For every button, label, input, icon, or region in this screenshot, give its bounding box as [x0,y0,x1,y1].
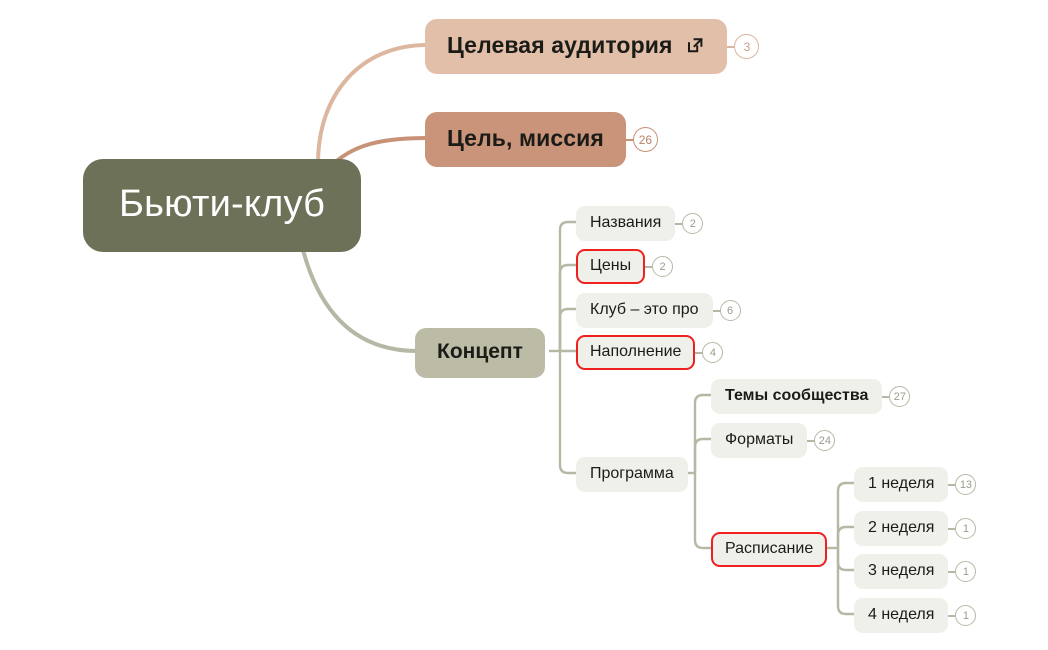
node-week1[interactable]: 1 неделя 13 [854,467,977,502]
node-week2[interactable]: 2 неделя 1 [854,511,977,546]
badge-stem [948,614,956,617]
badge-stem [675,222,683,225]
node-mission[interactable]: Цель, миссия 26 [425,112,658,167]
node-audience-box[interactable]: Целевая аудитория [425,19,728,74]
node-names-label: Названия [590,214,662,231]
node-prices-badge[interactable]: 2 [652,256,674,277]
node-week3[interactable]: 3 неделя 1 [854,554,977,589]
edge-root-to-audience [316,43,429,165]
node-club-about-badge-wrap[interactable]: 6 [712,300,741,321]
node-prices-label: Цены [590,257,632,274]
node-club-about-label: Клуб – это про [590,301,699,318]
node-mission-badge-wrap[interactable]: 26 [625,127,658,152]
node-community-topics-label: Темы сообщества [725,387,869,404]
node-week1-badge[interactable]: 13 [955,474,977,495]
node-schedule[interactable]: Расписание [711,532,828,567]
node-week2-badge-wrap[interactable]: 1 [948,518,977,539]
node-formats-badge-wrap[interactable]: 24 [807,430,836,451]
node-mission-box[interactable]: Цель, миссия [425,112,626,167]
node-week4-box[interactable]: 4 неделя [854,598,949,633]
node-program-label: Программа [590,465,674,482]
node-content-badge[interactable]: 4 [702,342,724,363]
node-club-about-badge[interactable]: 6 [719,300,741,321]
node-formats[interactable]: Форматы 24 [711,423,836,458]
node-club-about[interactable]: Клуб – это про 6 [576,293,741,328]
node-prices-badge-wrap[interactable]: 2 [645,256,674,277]
node-content-box[interactable]: Наполнение [576,335,696,370]
node-schedule-box[interactable]: Расписание [711,532,828,567]
badge-stem [625,138,633,141]
node-audience-badge[interactable]: 3 [734,34,760,59]
node-schedule-label: Расписание [725,540,814,557]
node-formats-label: Форматы [725,431,794,448]
node-program[interactable]: Программа [576,457,688,492]
node-week1-badge-wrap[interactable]: 13 [948,474,977,495]
badge-stem [807,439,815,442]
node-week3-box[interactable]: 3 неделя [854,554,949,589]
node-names[interactable]: Названия 2 [576,206,704,241]
badge-stem [948,483,956,486]
node-week4-badge[interactable]: 1 [955,605,977,626]
node-club-about-box[interactable]: Клуб – это про [576,293,713,328]
node-concept-label: Концепт [437,340,523,363]
node-week2-box[interactable]: 2 неделя [854,511,949,546]
node-week3-badge[interactable]: 1 [955,561,977,582]
node-program-box[interactable]: Программа [576,457,688,492]
badge-stem [727,45,735,48]
node-mission-badge[interactable]: 26 [632,127,658,152]
node-concept[interactable]: Концепт [415,328,545,378]
node-root[interactable]: Бьюти-клуб [83,159,362,252]
node-community-topics[interactable]: Темы сообщества 27 [711,379,911,414]
node-formats-badge[interactable]: 24 [814,430,836,451]
badge-stem [645,265,653,268]
edge-root-to-concept [298,236,419,353]
edge-concept-to-names [558,220,578,351]
node-names-box[interactable]: Названия [576,206,676,241]
node-week1-label: 1 неделя [868,475,935,492]
node-concept-box[interactable]: Концепт [415,328,545,378]
badge-stem [712,309,720,312]
node-audience-badge-wrap[interactable]: 3 [727,34,760,59]
node-community-topics-box[interactable]: Темы сообщества [711,379,883,414]
badge-stem [695,351,703,354]
node-content-badge-wrap[interactable]: 4 [695,342,724,363]
badge-stem [948,527,956,530]
node-audience-label: Целевая аудитория [447,32,673,58]
external-link-icon[interactable] [686,36,705,55]
node-week1-box[interactable]: 1 неделя [854,467,949,502]
node-audience[interactable]: Целевая аудитория 3 [425,19,760,74]
node-names-badge[interactable]: 2 [682,213,704,234]
node-week4-label: 4 неделя [868,606,935,623]
node-prices[interactable]: Цены 2 [576,249,674,284]
badge-stem [882,395,890,398]
node-root-label: Бьюти-клуб [119,183,326,225]
node-week3-label: 3 неделя [868,562,935,579]
node-content-label: Наполнение [590,343,682,360]
node-community-topics-badge-wrap[interactable]: 27 [882,386,911,407]
node-prices-box[interactable]: Цены [576,249,646,284]
node-names-badge-wrap[interactable]: 2 [675,213,704,234]
node-community-topics-badge[interactable]: 27 [889,386,911,407]
badge-stem [948,570,956,573]
node-content[interactable]: Наполнение 4 [576,335,724,370]
node-week2-label: 2 неделя [868,519,935,536]
node-week4-badge-wrap[interactable]: 1 [948,605,977,626]
node-root-box[interactable]: Бьюти-клуб [83,159,362,252]
node-mission-label: Цель, миссия [447,125,604,151]
node-formats-box[interactable]: Форматы [711,423,808,458]
node-week3-badge-wrap[interactable]: 1 [948,561,977,582]
node-week4[interactable]: 4 неделя 1 [854,598,977,633]
node-week2-badge[interactable]: 1 [955,518,977,539]
